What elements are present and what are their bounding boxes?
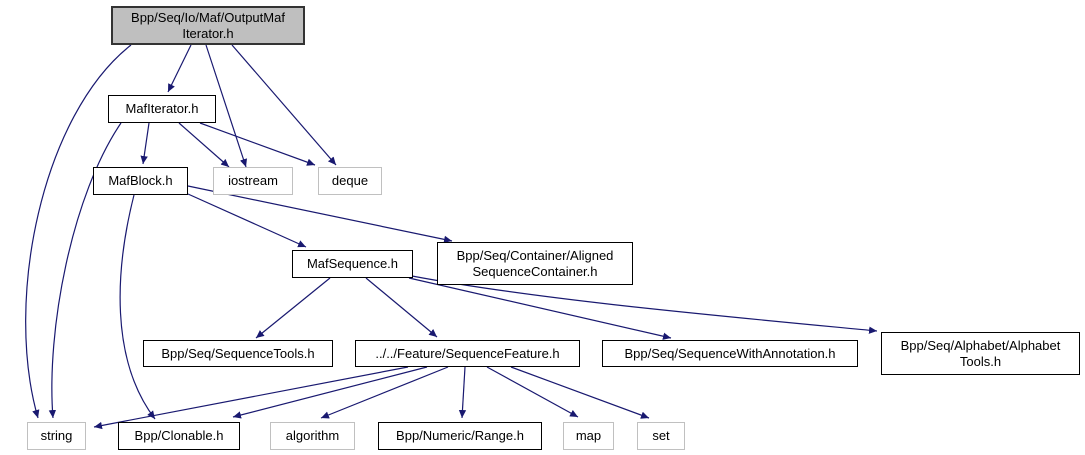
- node-sequencefeature[interactable]: ../../Feature/SequenceFeature.h: [355, 340, 580, 367]
- edge-outputmafiterator-iostream: [205, 44, 248, 168]
- edge-outputmafiterator-deque: [231, 44, 337, 166]
- edge-mafiterator-iostream: [178, 122, 230, 168]
- node-algorithm: algorithm: [270, 422, 355, 450]
- node-mafsequence[interactable]: MafSequence.h: [292, 250, 413, 278]
- edge-mafiterator-deque: [199, 122, 316, 166]
- edge-outputmafiterator-string: [25, 44, 132, 419]
- node-sequencetools[interactable]: Bpp/Seq/SequenceTools.h: [143, 340, 333, 367]
- node-alignedsequencecontainer[interactable]: Bpp/Seq/Container/Aligned SequenceContai…: [437, 242, 633, 285]
- edge-mafiterator-string: [48, 122, 122, 419]
- edge-sequencefeature-clonable: [232, 366, 428, 419]
- edge-sequencefeature-range: [458, 366, 467, 419]
- edge-sequencefeature-map: [486, 366, 579, 418]
- node-map: map: [563, 422, 614, 450]
- edge-mafsequence-sequencewithannotation: [408, 277, 672, 340]
- edge-sequencefeature-algorithm: [320, 366, 449, 419]
- edge-mafsequence-sequencefeature: [365, 277, 438, 338]
- node-string: string: [27, 422, 86, 450]
- edge-mafsequence-sequencetools: [255, 277, 331, 339]
- node-range[interactable]: Bpp/Numeric/Range.h: [378, 422, 542, 450]
- edge-mafblock-mafsequence: [187, 193, 307, 248]
- edge-mafblock-alignedsequencecontainer: [187, 185, 453, 243]
- edge-sequencefeature-string: [93, 366, 409, 430]
- edge-mafblock-clonable: [119, 194, 156, 420]
- node-set: set: [637, 422, 685, 450]
- node-clonable[interactable]: Bpp/Clonable.h: [118, 422, 240, 450]
- edge-mafiterator-mafblock: [140, 122, 150, 165]
- node-deque: deque: [318, 167, 382, 195]
- node-outputmafiterator: Bpp/Seq/Io/Maf/OutputMaf Iterator.h: [111, 6, 305, 45]
- edge-outputmafiterator-mafiterator: [167, 44, 192, 93]
- edge-sequencefeature-set: [510, 366, 650, 419]
- node-mafiterator[interactable]: MafIterator.h: [108, 95, 216, 123]
- edge-mafsequence-alphabettools: [411, 275, 878, 334]
- node-mafblock[interactable]: MafBlock.h: [93, 167, 188, 195]
- node-iostream: iostream: [213, 167, 293, 195]
- node-sequencewithannotation[interactable]: Bpp/Seq/SequenceWithAnnotation.h: [602, 340, 858, 367]
- node-alphabettools[interactable]: Bpp/Seq/Alphabet/Alphabet Tools.h: [881, 332, 1080, 375]
